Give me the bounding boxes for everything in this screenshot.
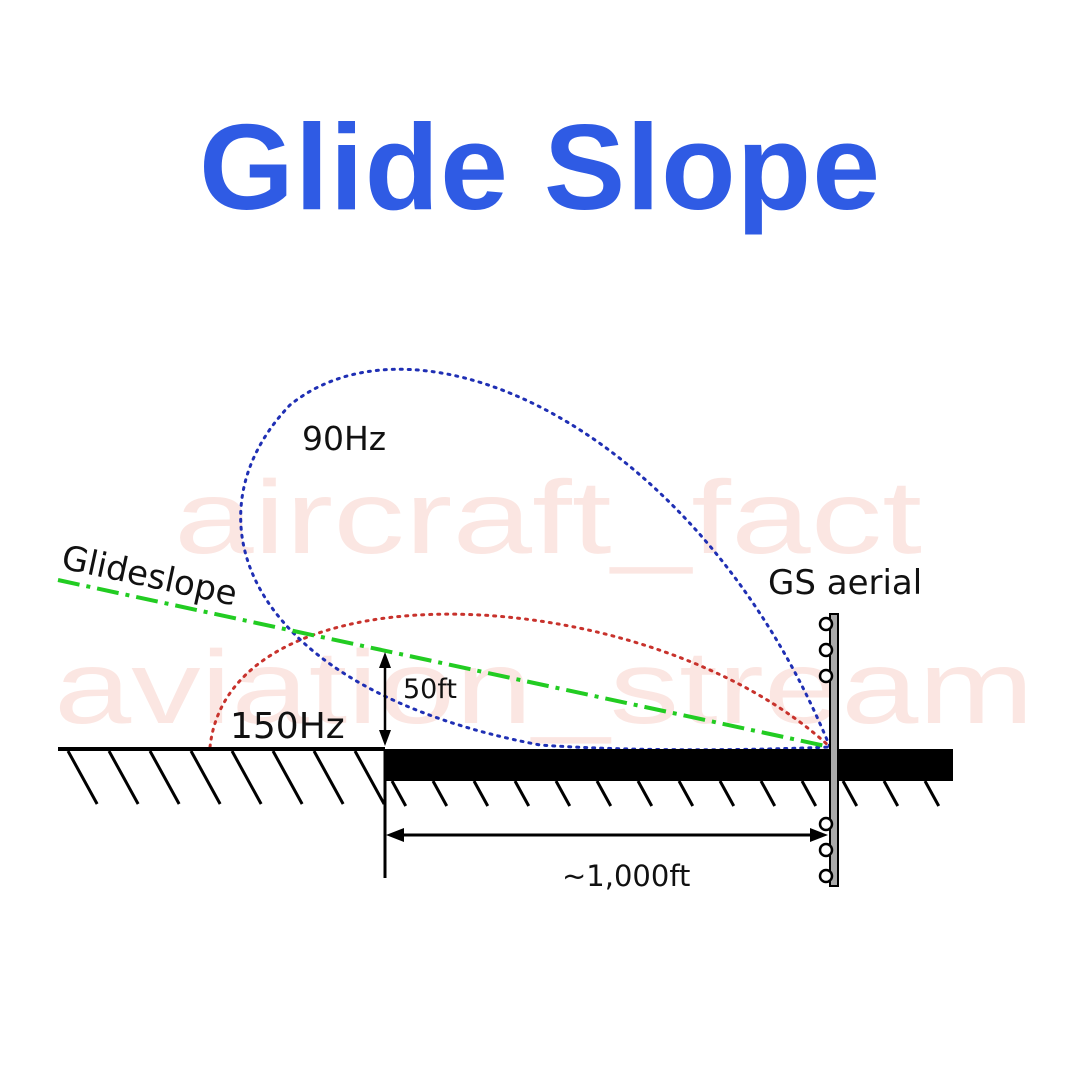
ground-hatch bbox=[677, 780, 695, 807]
glideslope-line bbox=[57, 578, 831, 749]
antenna-element bbox=[818, 868, 834, 884]
label-distance: ~1,000ft bbox=[562, 859, 690, 893]
page-title: Glide Slope bbox=[198, 99, 882, 235]
ground-hatch bbox=[595, 780, 613, 807]
ground-hatch bbox=[148, 750, 181, 805]
antenna-element bbox=[818, 842, 834, 858]
watermark-line-2: aviation_stream bbox=[54, 630, 1034, 746]
label-90hz: 90Hz bbox=[302, 419, 386, 458]
distance-arrowhead-right bbox=[810, 828, 828, 842]
ground bbox=[58, 747, 953, 807]
antenna-element bbox=[818, 616, 834, 632]
height-arrowhead-down bbox=[379, 730, 391, 746]
distance-arrow bbox=[386, 828, 828, 842]
height-arrowhead-up bbox=[379, 652, 391, 668]
ground-hatch bbox=[107, 750, 140, 805]
ground-hatch bbox=[882, 780, 900, 807]
ground-hatch bbox=[312, 750, 345, 805]
ground-hatch bbox=[718, 780, 736, 807]
ground-hatch bbox=[636, 780, 654, 807]
ground-hatch bbox=[554, 780, 572, 807]
ground-hatch bbox=[800, 780, 818, 807]
label-gs-aerial: GS aerial bbox=[768, 563, 922, 603]
ground-hatch bbox=[189, 750, 222, 805]
ground-hatching bbox=[66, 750, 941, 807]
gs-aerial bbox=[818, 613, 839, 887]
label-150hz: 150Hz bbox=[230, 706, 345, 747]
label-50ft: 50ft bbox=[403, 674, 457, 705]
ground-hatch bbox=[66, 750, 99, 805]
distance-arrowhead-left bbox=[386, 828, 404, 842]
ground-hatch bbox=[513, 780, 531, 807]
height-arrow bbox=[379, 652, 391, 878]
ground-hatch bbox=[271, 750, 304, 805]
ground-hatch bbox=[353, 750, 386, 805]
gs-aerial-mast bbox=[829, 613, 839, 887]
watermark-line-1: aircraft_fact bbox=[174, 460, 922, 576]
antenna-element bbox=[818, 642, 834, 658]
ground-hatch bbox=[472, 780, 490, 807]
runway bbox=[385, 749, 953, 781]
ground-hatch bbox=[230, 750, 263, 805]
antenna-element bbox=[818, 816, 834, 832]
ground-hatch bbox=[759, 780, 777, 807]
ground-hatch bbox=[923, 780, 941, 807]
ground-hatch bbox=[390, 780, 408, 807]
ground-hatch bbox=[431, 780, 449, 807]
lobe-150hz bbox=[208, 612, 832, 749]
ground-hatch bbox=[841, 780, 859, 807]
antenna-element bbox=[818, 668, 834, 684]
watermark: aircraft_fact aviation_stream bbox=[54, 460, 1034, 746]
